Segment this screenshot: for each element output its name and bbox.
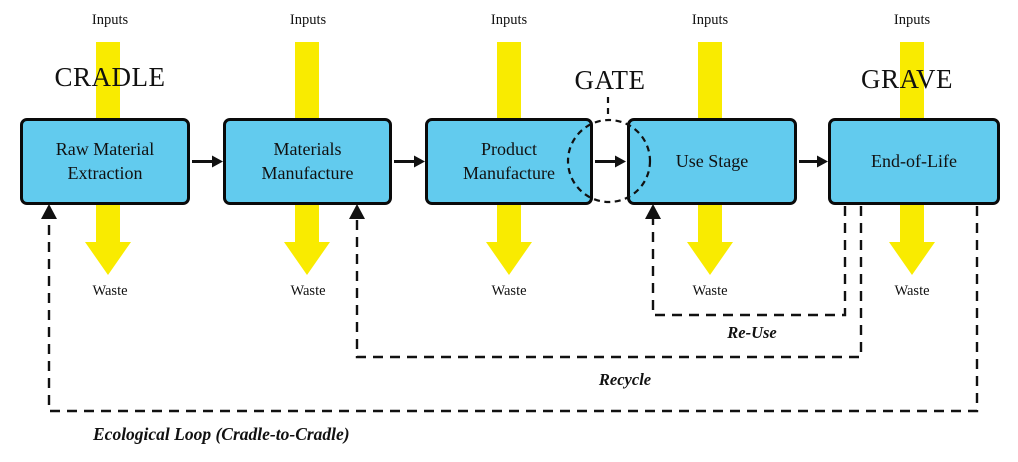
- waste-label-stage-1: Waste: [92, 283, 128, 299]
- stage-name: Product Manufacture: [463, 139, 555, 183]
- stage-name: Use Stage: [675, 150, 749, 171]
- waste-label-stage-4: Waste: [692, 283, 728, 299]
- waste-label-stage-2: Waste: [290, 283, 326, 299]
- inputs-label-stage-4: Inputs: [691, 12, 729, 28]
- ecological-loop-arrowhead: [41, 204, 57, 219]
- stage-flow-arrow-4-5: [799, 155, 828, 168]
- ecological-loop-path: [47, 206, 979, 413]
- ecological-loop-label: Ecological Loop (Cradle-to-Cradle): [93, 424, 350, 444]
- inputs-label-stage-3: Inputs: [490, 12, 528, 28]
- gate-boundary-circle: [566, 118, 652, 204]
- stage-box-product-manufacture: Product Manufacture: [425, 118, 593, 205]
- gate-label: GATE: [574, 65, 646, 95]
- recycle-label: Recycle: [598, 370, 652, 389]
- stage-box-end-of-life: End-of-Life: [828, 118, 1000, 205]
- stage-name: Materials Manufacture: [261, 139, 354, 183]
- grave-label: GRAVE: [860, 64, 954, 94]
- reuse-loop-arrowhead: [645, 204, 661, 219]
- recycle-loop-arrowhead: [349, 204, 365, 219]
- flow-arrow-stage-2: [284, 42, 330, 275]
- inputs-label-stage-5: Inputs: [893, 12, 931, 28]
- inputs-label-stage-1: Inputs: [91, 12, 129, 28]
- reuse-loop-path: [651, 206, 847, 317]
- reuse-label: Re-Use: [727, 323, 777, 342]
- stage-box-materials-manufacture: Materials Manufacture: [223, 118, 392, 205]
- waste-label-stage-5: Waste: [894, 283, 930, 299]
- stage-name: End-of-Life: [871, 150, 957, 171]
- stage-flow-arrow-3-4: [595, 155, 626, 168]
- stage-box-raw-material-extraction: Raw Material Extraction: [20, 118, 190, 205]
- flow-arrow-stage-3: [486, 42, 532, 275]
- flow-arrow-stage-4: [687, 42, 733, 275]
- stage-box-use-stage: Use Stage: [627, 118, 797, 205]
- recycle-loop-path: [355, 206, 863, 359]
- cradle-label: CRADLE: [54, 62, 166, 92]
- inputs-label-stage-2: Inputs: [289, 12, 327, 28]
- waste-label-stage-3: Waste: [491, 283, 527, 299]
- stage-name: Raw Material Extraction: [55, 139, 155, 183]
- stage-flow-arrow-1-2: [192, 155, 223, 168]
- stage-flow-arrow-2-3: [394, 155, 425, 168]
